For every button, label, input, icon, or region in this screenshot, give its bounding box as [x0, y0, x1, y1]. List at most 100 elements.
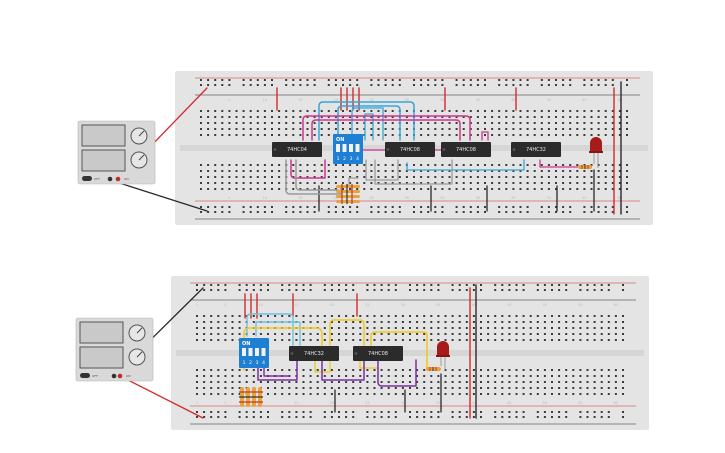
breadboard-hole: [263, 134, 266, 136]
top-power-display: [81, 124, 126, 147]
breadboard-hole: [221, 84, 224, 86]
top-dip-toggle-4[interactable]: [355, 144, 360, 152]
breadboard-hole: [590, 211, 593, 213]
breadboard-hole: [263, 110, 266, 112]
breadboard-hole: [327, 188, 330, 190]
breadboard-hole: [391, 116, 394, 118]
bottom-dip-toggle-1[interactable]: [242, 348, 246, 356]
breadboard-hole: [217, 387, 220, 389]
breadboard-hole: [224, 393, 227, 395]
breadboard-hole: [476, 206, 479, 208]
breadboard-hole: [377, 188, 380, 190]
breadboard-hole: [515, 411, 518, 413]
breadboard-hole: [590, 176, 593, 178]
top-dip-switch[interactable]: ON 1 2 3 4: [333, 134, 363, 164]
breadboard-hole: [231, 321, 234, 323]
breadboard-hole: [330, 416, 333, 418]
breadboard-hole: [579, 393, 582, 395]
breadboard-hole: [529, 369, 532, 371]
breadboard-hole: [536, 393, 539, 395]
breadboard-hole: [306, 122, 309, 124]
top-power-switch-label: OFF: [94, 177, 100, 181]
breadboard-hole: [583, 134, 586, 136]
breadboard-hole: [540, 211, 543, 213]
breadboard-hole: [458, 327, 461, 329]
top-dip-number: 3: [350, 156, 353, 162]
breadboard-hole: [221, 164, 224, 166]
breadboard-hole: [323, 327, 326, 329]
bottom-dip-switch[interactable]: ON 1 2 3 4: [239, 338, 269, 368]
bottom-wire-blue: [255, 321, 301, 346]
column-number: 15: [294, 303, 298, 307]
breadboard-hole: [543, 339, 546, 341]
breadboard-hole: [349, 79, 352, 81]
breadboard-hole: [451, 387, 454, 389]
breadboard-hole: [373, 333, 376, 335]
breadboard-hole: [405, 176, 408, 178]
breadboard-hole: [196, 321, 198, 323]
breadboard-hole: [526, 128, 529, 130]
breadboard-hole: [579, 289, 582, 291]
breadboard-hole: [626, 206, 628, 208]
breadboard-hole: [607, 375, 610, 377]
breadboard-hole: [579, 339, 582, 341]
bottom-dip-toggle-3[interactable]: [255, 348, 259, 356]
breadboard-hole: [416, 327, 419, 329]
breadboard-hole: [327, 206, 330, 208]
breadboard-hole: [196, 284, 198, 286]
breadboard-hole: [536, 375, 539, 377]
bottom-dip-toggle-2[interactable]: [248, 348, 253, 356]
breadboard-hole: [455, 164, 458, 166]
breadboard-hole: [448, 116, 451, 118]
breadboard-hole: [398, 164, 401, 166]
breadboard-hole: [242, 116, 245, 118]
breadboard-hole: [458, 375, 461, 377]
breadboard-hole: [593, 387, 596, 389]
top-dip-toggle-2[interactable]: [342, 144, 347, 152]
breadboard-hole: [526, 84, 529, 86]
breadboard-hole: [494, 411, 497, 413]
breadboard-hole: [384, 134, 387, 136]
breadboard-hole: [576, 110, 579, 112]
breadboard-hole: [292, 188, 295, 190]
column-number: 30: [401, 303, 405, 307]
breadboard-hole: [480, 315, 482, 317]
breadboard-hole: [306, 134, 309, 136]
bottom-power-switch[interactable]: [80, 373, 90, 378]
breadboard-hole: [512, 164, 515, 166]
top-chip-1-body: [272, 142, 322, 157]
breadboard-hole: [217, 393, 220, 395]
breadboard-hole: [281, 369, 284, 371]
breadboard-hole: [586, 393, 589, 395]
breadboard-hole: [600, 393, 603, 395]
breadboard-hole: [231, 339, 234, 341]
breadboard-hole: [607, 333, 610, 335]
breadboard-hole: [512, 134, 515, 136]
breadboard-hole: [387, 321, 390, 323]
breadboard-hole: [313, 134, 316, 136]
breadboard-hole: [465, 393, 468, 395]
top-power-switch[interactable]: [82, 176, 92, 181]
top-dip-toggle-3[interactable]: [349, 144, 353, 152]
breadboard-hole: [607, 387, 610, 389]
breadboard-hole: [522, 321, 525, 323]
column-number: 60: [614, 303, 618, 307]
top-dip-toggle-1[interactable]: [336, 144, 340, 152]
breadboard-hole: [309, 387, 312, 389]
bottom-dip-toggle-4[interactable]: [261, 348, 266, 356]
breadboard-hole: [330, 387, 333, 389]
breadboard-hole: [455, 206, 458, 208]
breadboard-hole: [196, 289, 198, 291]
breadboard-hole: [576, 170, 579, 172]
breadboard-hole: [338, 289, 340, 291]
breadboard-hole: [313, 79, 316, 81]
breadboard-hole: [405, 170, 408, 172]
breadboard-hole: [551, 289, 553, 291]
breadboard-hole: [484, 110, 486, 112]
breadboard-hole: [214, 164, 217, 166]
breadboard-hole: [512, 170, 515, 172]
breadboard-hole: [512, 188, 515, 190]
breadboard-hole: [618, 188, 621, 190]
breadboard-hole: [200, 211, 202, 213]
breadboard-hole: [501, 416, 504, 418]
